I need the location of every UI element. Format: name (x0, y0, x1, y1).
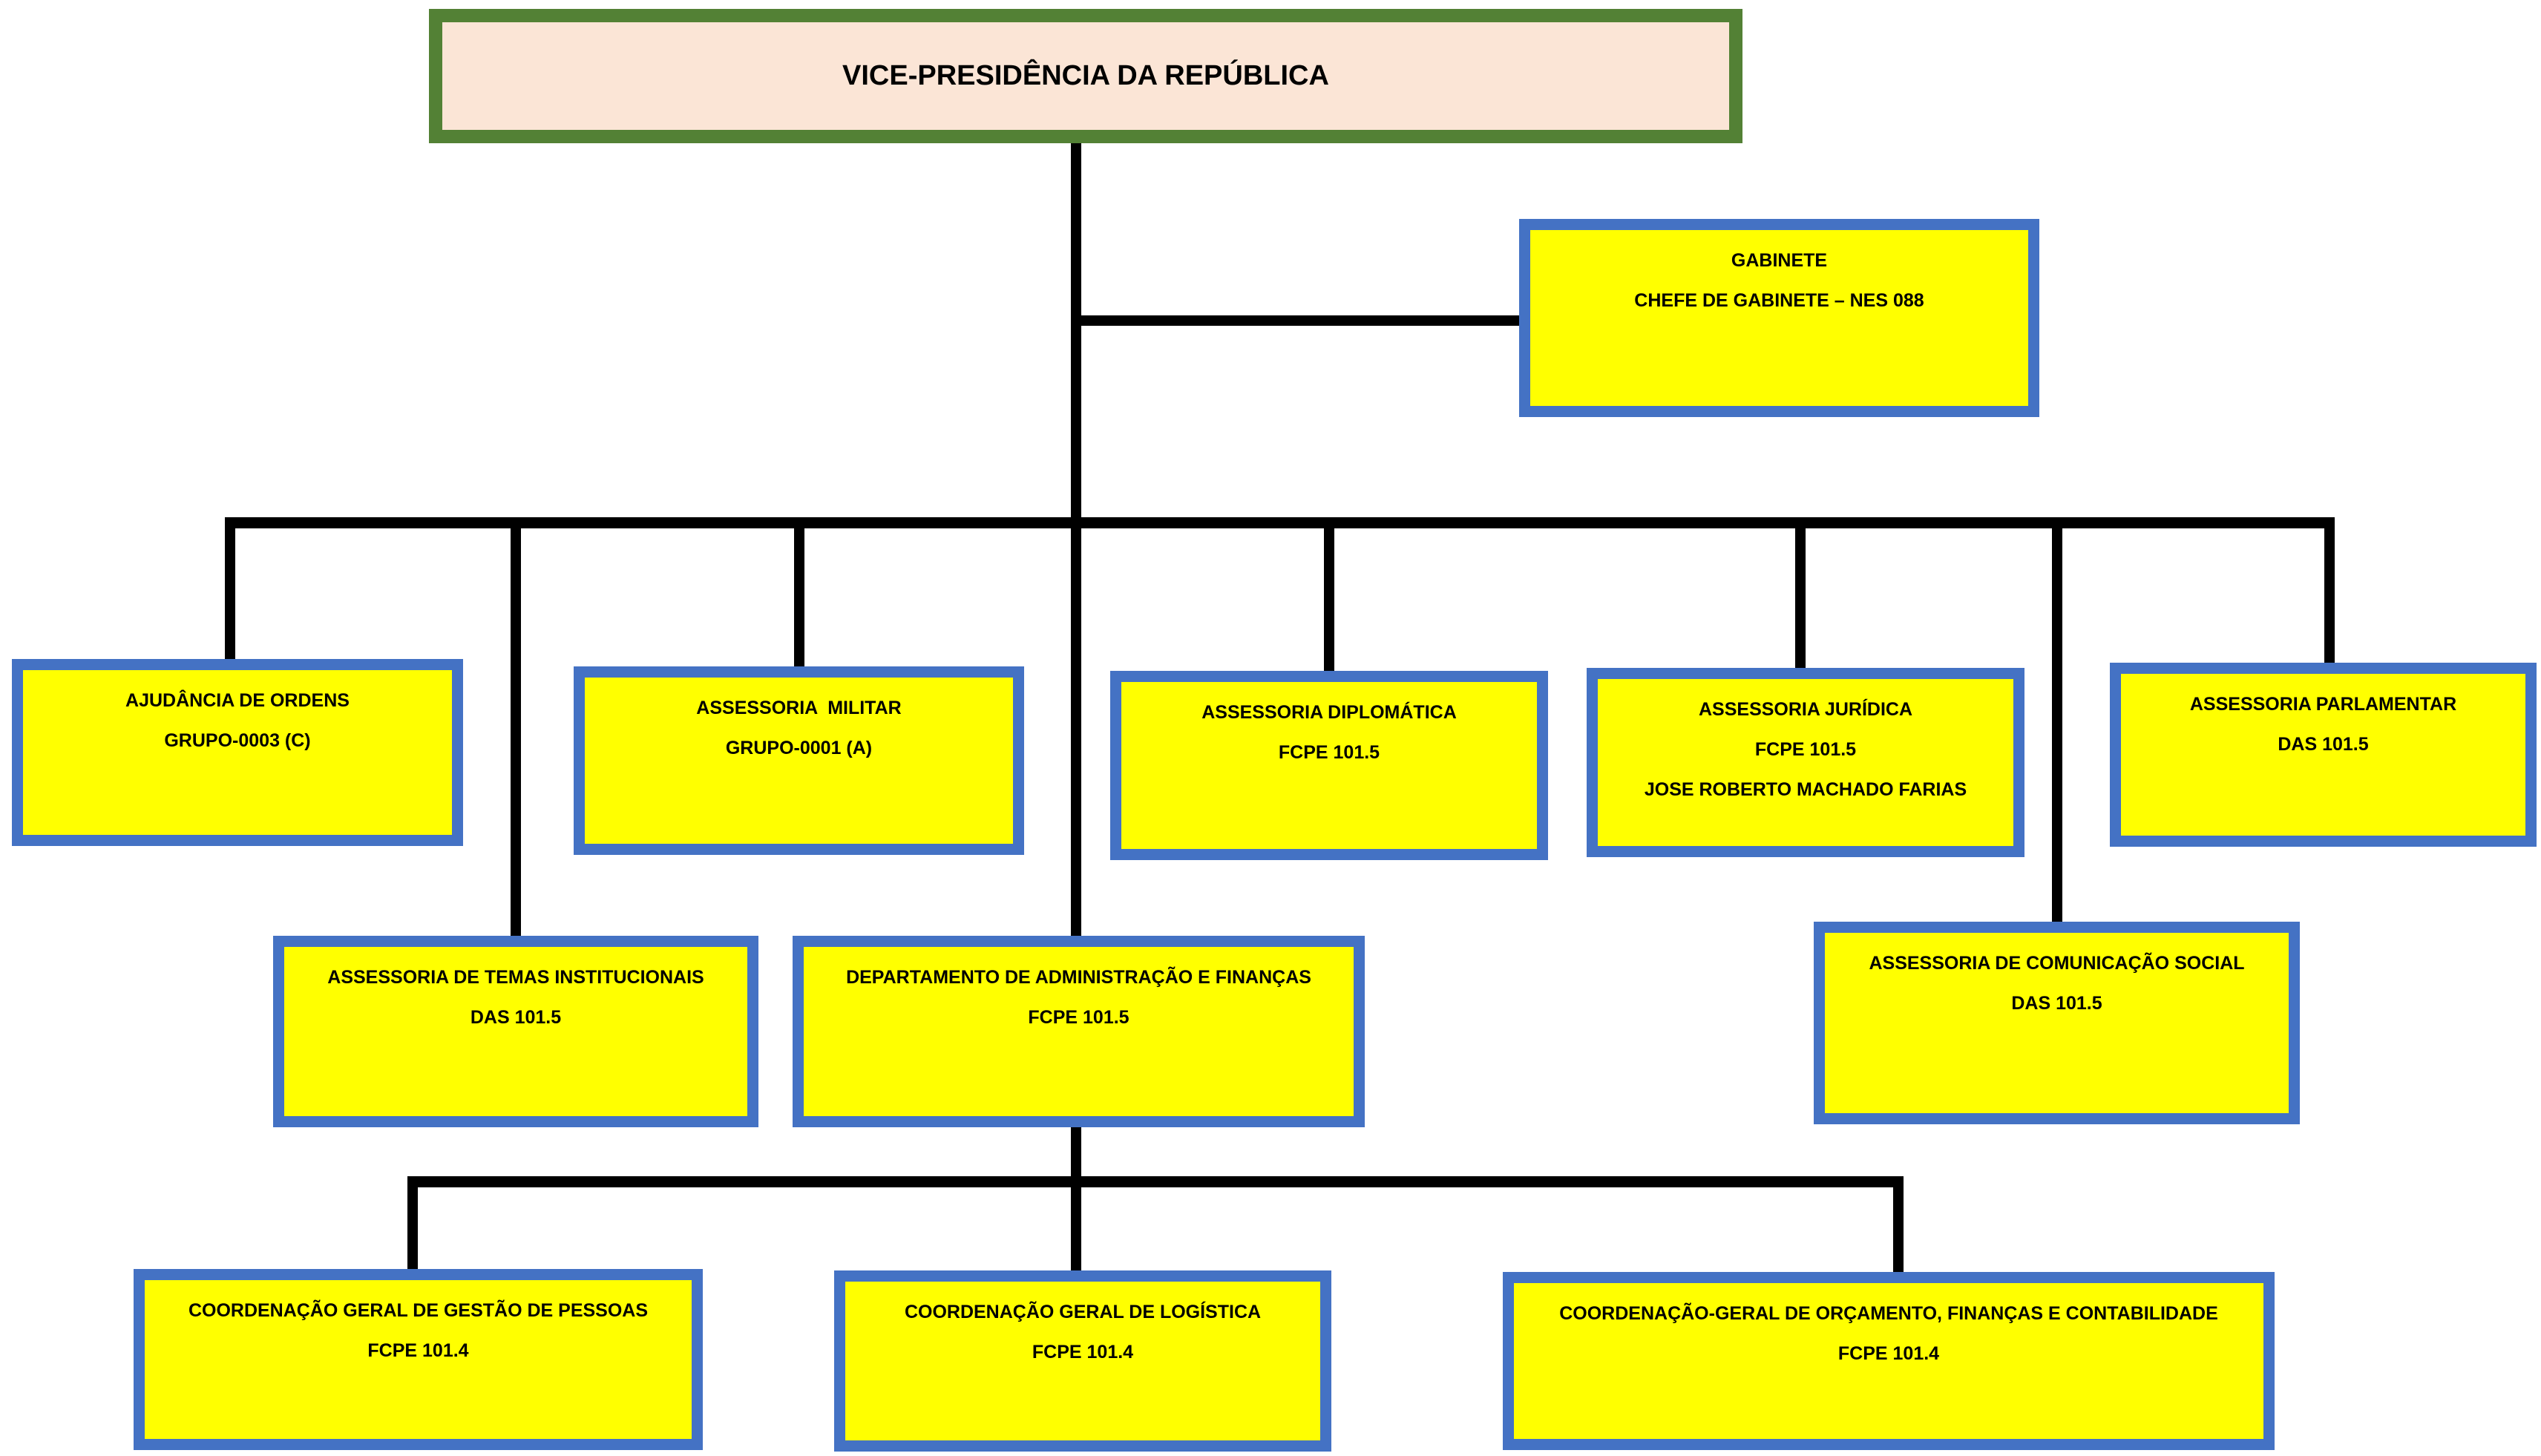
node-title: ASSESSORIA DIPLOMÁTICA (1201, 702, 1457, 723)
connector-departamento-trunk (1071, 1127, 1081, 1274)
org-node-assessoria-juridica: ASSESSORIA JURÍDICA FCPE 101.5 JOSE ROBE… (1587, 668, 2024, 857)
node-person: JOSE ROBERTO MACHADO FARIAS (1644, 779, 1967, 800)
org-node-assessoria-temas-institucionais: ASSESSORIA DE TEMAS INSTITUCIONAIS DAS 1… (273, 936, 758, 1127)
connector-gabinete-branch (1076, 315, 1521, 326)
node-subtitle: CHEFE DE GABINETE – NES 088 (1634, 290, 1924, 311)
node-title: COORDENAÇÃO GERAL DE LOGÍSTICA (904, 1302, 1262, 1322)
connector-trunk-vertical (1071, 137, 1081, 937)
node-subtitle: FCPE 101.4 (1837, 1343, 1940, 1364)
root-title: VICE-PRESIDÊNCIA DA REPÚBLICA (842, 60, 1329, 91)
connector-drop-diplomatica (1324, 517, 1334, 676)
connector-drop-militar (794, 517, 804, 672)
connector-drop-comunicacao (2052, 517, 2062, 927)
org-node-gabinete: GABINETE CHEFE DE GABINETE – NES 088 (1519, 219, 2039, 417)
node-title: DEPARTAMENTO DE ADMINISTRAÇÃO E FINANÇAS (846, 967, 1311, 988)
node-title: ASSESSORIA PARLAMENTAR (2189, 694, 2457, 715)
node-subtitle: DAS 101.5 (470, 1007, 562, 1028)
node-title: GABINETE (1731, 250, 1828, 271)
node-subtitle: FCPE 101.4 (1032, 1342, 1134, 1362)
node-title: ASSESSORIA MILITAR (696, 698, 902, 718)
org-node-vice-presidencia: VICE-PRESIDÊNCIA DA REPÚBLICA (429, 9, 1742, 143)
node-subtitle: GRUPO-0001 (A) (725, 738, 873, 758)
connector-level2-horizontal (407, 1176, 1904, 1187)
node-subtitle: DAS 101.5 (2011, 993, 2102, 1014)
node-subtitle: FCPE 101.5 (1754, 739, 1857, 760)
connector-drop-juridica (1795, 517, 1806, 673)
org-node-assessoria-diplomatica: ASSESSORIA DIPLOMÁTICA FCPE 101.5 (1110, 671, 1548, 860)
connector-drop-orcamento (1893, 1176, 1904, 1276)
connector-drop-pessoas (407, 1176, 418, 1273)
node-title: COORDENAÇÃO-GERAL DE ORÇAMENTO, FINANÇAS… (1559, 1303, 2218, 1324)
node-subtitle: DAS 101.5 (2278, 734, 2369, 755)
node-subtitle: FCPE 101.5 (1028, 1007, 1129, 1028)
org-node-coordenacao-orcamento-financas-contabilidade: COORDENAÇÃO-GERAL DE ORÇAMENTO, FINANÇAS… (1503, 1272, 2275, 1450)
org-node-assessoria-militar: ASSESSORIA MILITAR GRUPO-0001 (A) (574, 666, 1024, 855)
connector-drop-ajudancia (225, 517, 235, 664)
node-title: AJUDÂNCIA DE ORDENS (125, 690, 350, 711)
node-subtitle: GRUPO-0003 (C) (164, 730, 311, 751)
org-node-assessoria-comunicacao-social: ASSESSORIA DE COMUNICAÇÃO SOCIAL DAS 101… (1814, 922, 2300, 1124)
org-node-assessoria-parlamentar: ASSESSORIA PARLAMENTAR DAS 101.5 (2110, 663, 2537, 847)
node-title: ASSESSORIA DE COMUNICAÇÃO SOCIAL (1869, 953, 2245, 974)
node-title: ASSESSORIA DE TEMAS INSTITUCIONAIS (327, 967, 704, 988)
connector-drop-temas (511, 517, 521, 940)
node-subtitle: FCPE 101.5 (1278, 742, 1380, 763)
node-subtitle: FCPE 101.4 (367, 1340, 469, 1361)
node-title: ASSESSORIA JURÍDICA (1698, 699, 1912, 720)
org-node-ajudancia-de-ordens: AJUDÂNCIA DE ORDENS GRUPO-0003 (C) (12, 659, 463, 846)
node-title: COORDENAÇÃO GERAL DE GESTÃO DE PESSOAS (188, 1300, 649, 1321)
org-node-coordenacao-logistica: COORDENAÇÃO GERAL DE LOGÍSTICA FCPE 101.… (834, 1270, 1331, 1452)
connector-level1-horizontal (225, 517, 2335, 528)
org-node-departamento-administracao-financas: DEPARTAMENTO DE ADMINISTRAÇÃO E FINANÇAS… (793, 936, 1365, 1127)
org-node-coordenacao-gestao-pessoas: COORDENAÇÃO GERAL DE GESTÃO DE PESSOAS F… (134, 1269, 703, 1450)
connector-drop-parlamentar (2324, 517, 2335, 668)
